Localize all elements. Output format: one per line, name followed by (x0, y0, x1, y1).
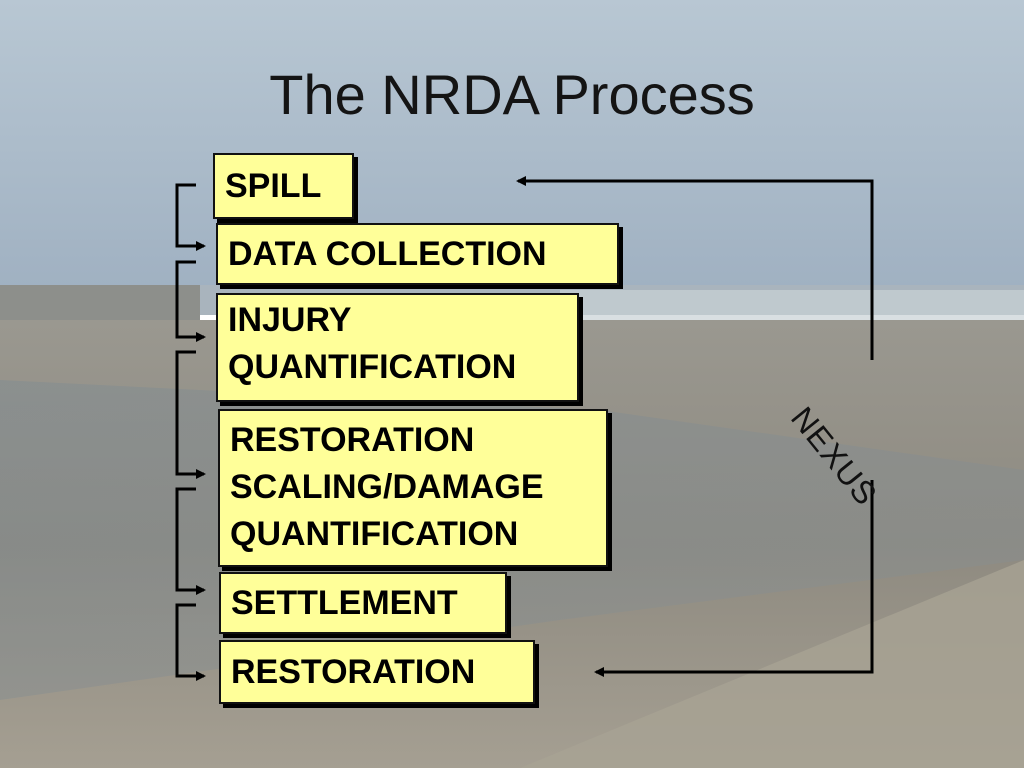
step-restoration-scaling: RESTORATION SCALING/DAMAGE QUANTIFICATIO… (218, 409, 608, 567)
nexus-arrow-to-spill (516, 176, 874, 360)
step-spill: SPILL (213, 153, 354, 219)
step-settlement: SETTLEMENT (219, 572, 507, 634)
connector-data-to-injury (175, 260, 206, 342)
connector-settlement-to-restoration (175, 603, 206, 681)
nexus-arrow-to-restoration (594, 480, 874, 677)
connector-injury-to-scaling (175, 350, 206, 479)
step-data-collection: DATA COLLECTION (216, 223, 619, 285)
step-injury-quantification: INJURY QUANTIFICATION (216, 293, 579, 402)
connector-scaling-to-settlement (175, 487, 206, 595)
connector-spill-to-data (175, 183, 206, 251)
slide-title: The NRDA Process (269, 63, 755, 126)
step-restoration: RESTORATION (219, 640, 535, 704)
